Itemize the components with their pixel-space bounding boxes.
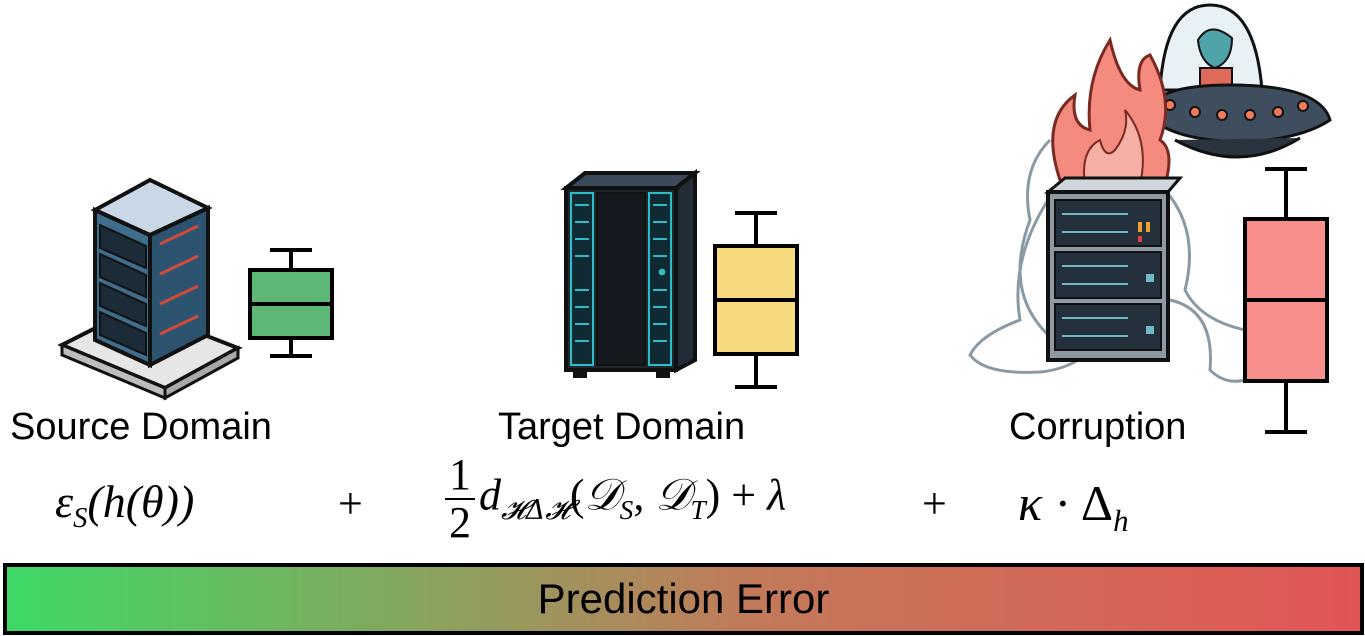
server-unit-icon	[1043, 176, 1184, 362]
source-domain-label: Source Domain	[10, 406, 272, 448]
fire-icon	[1051, 36, 1171, 187]
plus-sign-1: +	[338, 479, 363, 528]
illustration-canvas	[57, 3, 1332, 434]
corruption-boxplot	[1243, 167, 1329, 434]
server-rack-icon	[57, 177, 243, 401]
ufo-icon	[1146, 3, 1332, 159]
burning-server-alien-icon	[968, 3, 1332, 383]
source-boxplot	[248, 248, 334, 358]
target-domain-label: Target Domain	[498, 406, 746, 448]
prediction-error-bar: Prediction Error	[3, 563, 1364, 635]
source-error-term: εS(h(θ))	[55, 476, 195, 534]
corruption-term: κ · Δh	[1018, 475, 1129, 538]
server-cabinet-icon	[560, 168, 701, 378]
plus-sign-2: +	[922, 479, 947, 528]
cables-icon	[968, 138, 1246, 383]
prediction-error-label: Prediction Error	[537, 575, 830, 622]
corruption-label: Corruption	[1009, 406, 1187, 448]
target-boxplot	[713, 211, 799, 389]
